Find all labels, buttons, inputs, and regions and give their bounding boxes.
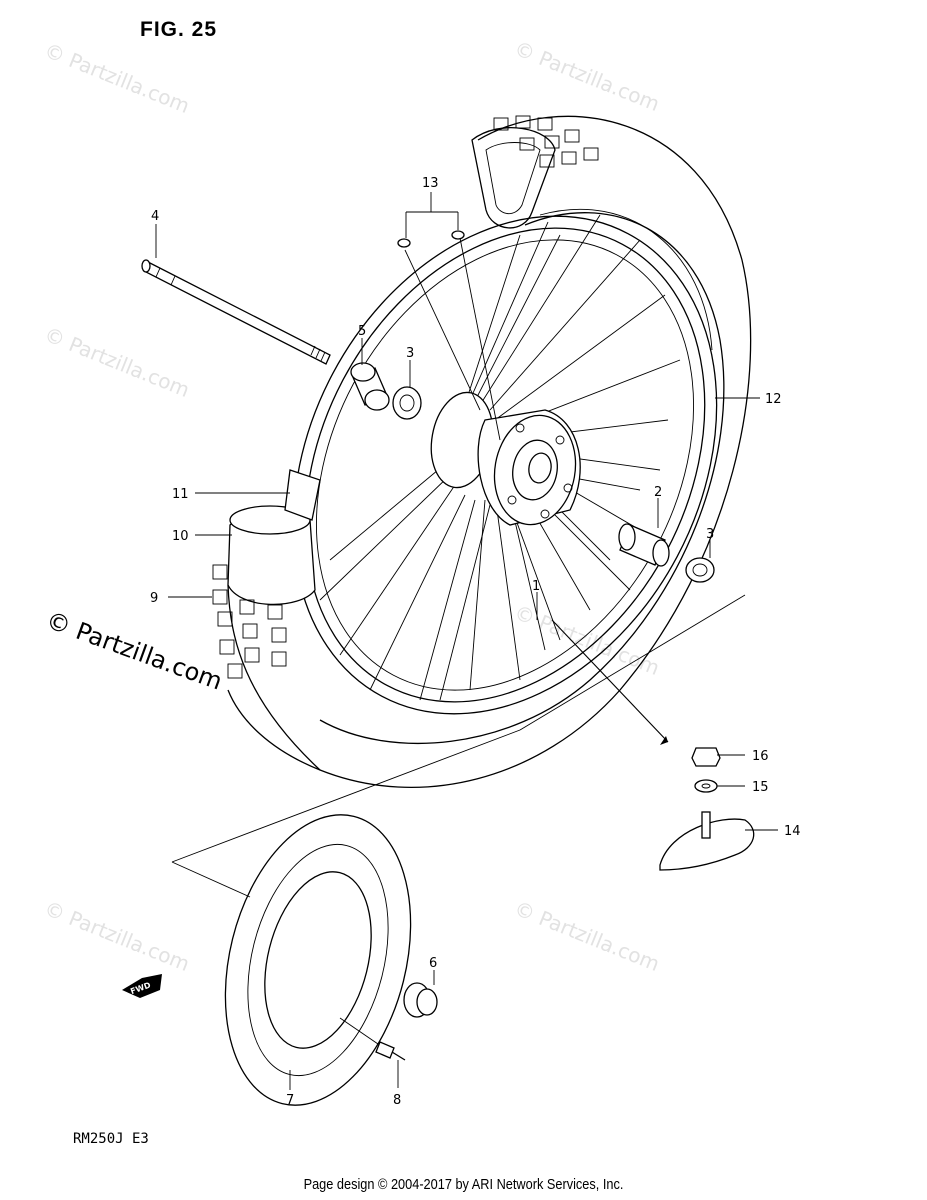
callout-13: 13 xyxy=(422,176,439,191)
callout-labels: 1 2 3 3 4 5 6 7 8 9 10 11 12 13 14 15 16 xyxy=(150,176,801,1108)
bearing xyxy=(685,557,715,583)
callout-10: 10 xyxy=(172,529,189,544)
washer xyxy=(694,779,718,793)
callout-11: 11 xyxy=(172,487,189,502)
hub xyxy=(430,391,581,526)
leader-arrow xyxy=(660,736,668,745)
figure-title: FIG. 25 xyxy=(140,18,218,41)
inner-tube xyxy=(659,811,755,871)
callout-16: 16 xyxy=(752,749,769,764)
callout-9: 9 xyxy=(150,591,158,606)
brake-disc xyxy=(224,814,412,1106)
callout-5: 5 xyxy=(358,324,366,339)
callout-4: 4 xyxy=(151,209,159,224)
spoke-set xyxy=(397,230,501,441)
callout-3: 3 xyxy=(406,346,414,361)
callout-14: 14 xyxy=(784,824,801,839)
nut xyxy=(691,747,721,767)
callout-12: 12 xyxy=(765,392,782,407)
disc-bolt xyxy=(375,1041,406,1061)
callout-7: 7 xyxy=(286,1093,294,1108)
model-code: RM250J E3 xyxy=(73,1131,149,1147)
callout-1: 1 xyxy=(532,579,540,594)
callout-2: 2 xyxy=(654,485,662,500)
axle xyxy=(141,259,331,365)
disc-collar xyxy=(403,982,438,1018)
leader-lines xyxy=(155,192,778,1090)
bearing xyxy=(392,386,422,420)
callout-8: 8 xyxy=(393,1093,401,1108)
callout-15: 15 xyxy=(752,780,769,795)
fwd-arrow-icon: FWD xyxy=(122,974,162,998)
callout-3: 3 xyxy=(706,527,714,542)
footer-copyright: Page design © 2004-2017 by ARI Network S… xyxy=(303,1176,624,1193)
callout-6: 6 xyxy=(429,956,437,971)
assembly-outline xyxy=(171,594,746,898)
tire-section xyxy=(212,469,321,771)
spacer xyxy=(618,523,670,567)
collar xyxy=(350,362,390,411)
